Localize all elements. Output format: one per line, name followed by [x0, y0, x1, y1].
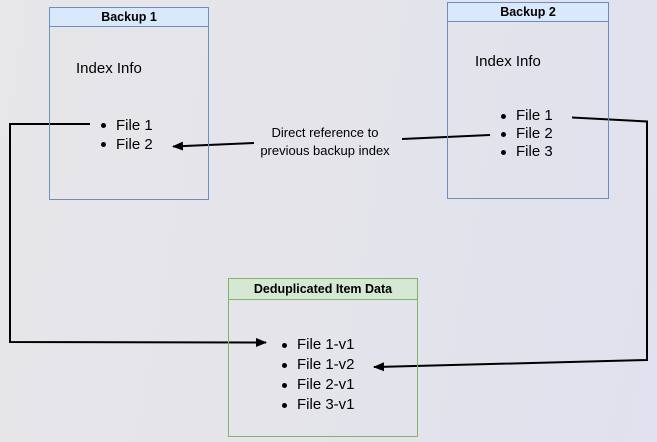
file-item: File 1-v1: [281, 335, 355, 355]
annotation-line-1: Direct reference to: [271, 125, 379, 140]
file-item: File 2: [500, 125, 553, 143]
backup1-subtitle: Index Info: [76, 60, 142, 77]
annotation-line-2: previous backup index: [260, 142, 390, 158]
backup2-file-list: File 1 File 2 File 3: [500, 107, 553, 161]
file-item: File 1-v2: [281, 355, 355, 375]
dedup-file-list: File 1-v1 File 1-v2 File 2-v1 File 3-v1: [279, 335, 355, 415]
backup2-subtitle: Index Info: [475, 53, 541, 70]
backup1-file-list: File 1 File 2: [100, 116, 153, 154]
file-item: File 2-v1: [281, 375, 355, 395]
backup1-title: Backup 1: [50, 8, 208, 27]
backup2-title: Backup 2: [448, 3, 608, 22]
file-item: File 1: [500, 107, 553, 125]
node-backup-2: Backup 2 Index Info File 1 File 2 File 3: [447, 2, 609, 199]
file-item: File 3: [500, 143, 553, 161]
annotation-direct-reference: Direct reference to previous backup inde…: [241, 124, 409, 159]
file-item: File 3-v1: [281, 395, 355, 415]
node-backup-1: Backup 1 Index Info File 1 File 2: [49, 7, 209, 200]
file-item: File 2: [100, 135, 153, 154]
dedup-title: Deduplicated Item Data: [229, 279, 417, 300]
node-deduplicated-item-data: Deduplicated Item Data File 1-v1 File 1-…: [228, 278, 418, 437]
file-item: File 1: [100, 116, 153, 135]
